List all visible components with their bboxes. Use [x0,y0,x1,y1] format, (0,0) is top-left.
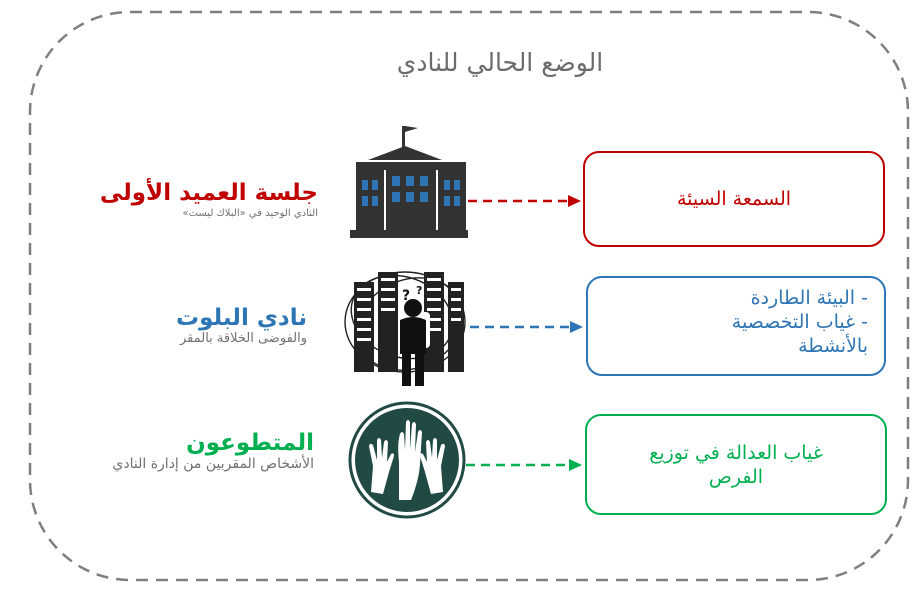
arrow-3 [466,459,582,471]
arrow-1 [468,195,581,207]
group-1-subtitle: النادي الوحيد في «البلاك ليست» [182,208,318,219]
svg-text:?: ? [402,288,410,304]
group-2-subtitle: والفوضى الخلاقة بالمقر [180,331,307,346]
group-2-box-line-2: - غياب التخصصية بالأنشطة [731,311,868,357]
school-building-icon [350,126,468,238]
svg-text:?: ? [416,284,422,297]
group-1-box: السمعة السيئة [583,151,885,247]
group-1-box-text: السمعة السيئة [676,188,792,210]
arrow-2 [470,321,583,333]
group-3-box: غياب العدالة في توزيع الفرص [585,414,887,515]
group-3-label: المتطوعون الأشخاص المقربين من إدارة النا… [24,430,314,473]
group-3-subtitle: الأشخاص المقربين من إدارة النادي [112,456,314,472]
diagram-title: الوضع الحالي للنادي [396,48,604,77]
group-2-label: نادي البلوت والفوضى الخلاقة بالمقر [7,305,307,346]
confused-person-server-icon: ? ? [344,271,466,386]
group-2-box: - البيئة الطاردة - غياب التخصصية بالأنشط… [586,276,886,376]
group-1-label: جلسة العميد الأولى النادي الوحيد في «الب… [18,180,318,221]
group-2-box-line-1: - البيئة الطاردة [750,287,868,309]
group-2-title: نادي البلوت [176,305,307,331]
group-3-box-text: غياب العدالة في توزيع الفرص [649,442,823,488]
raised-hands-icon [348,401,466,519]
group-1-title: جلسة العميد الأولى [99,180,318,206]
group-3-title: المتطوعون [186,430,314,456]
